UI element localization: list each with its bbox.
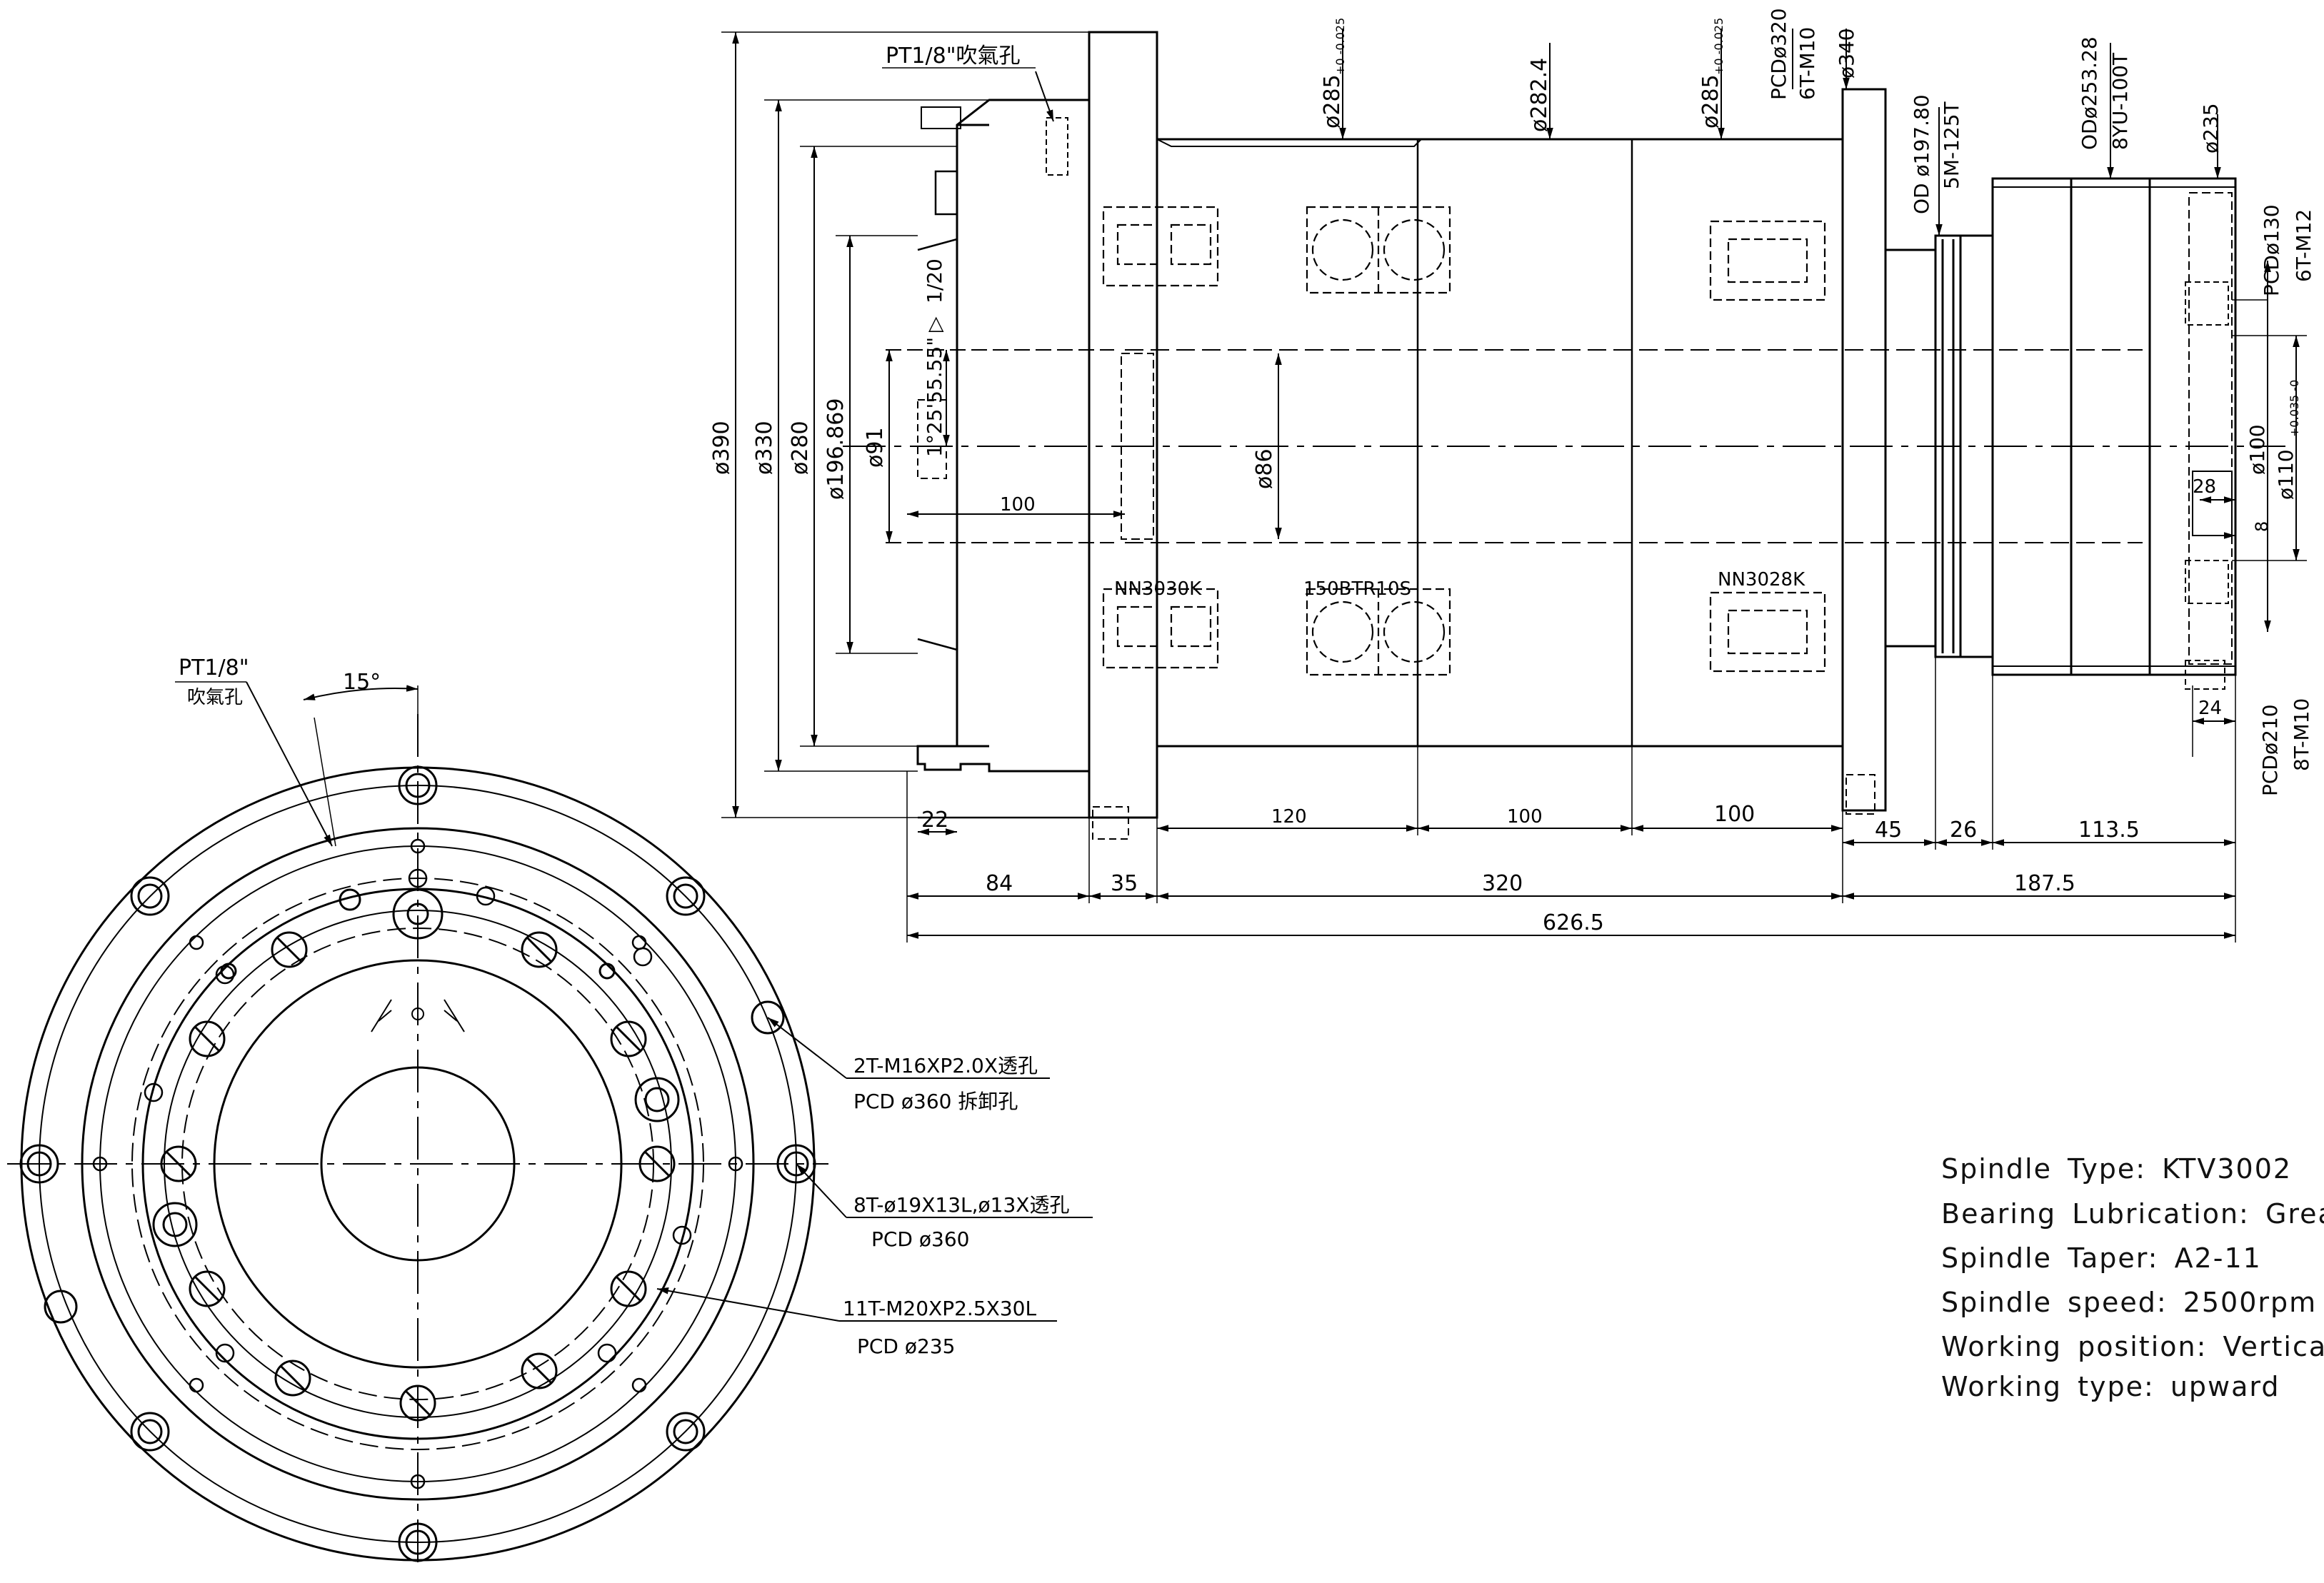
mid-small-holes xyxy=(92,838,743,1489)
dim-top-d285-rear: ø285 xyxy=(1698,74,1723,129)
dim-len-113: 113.5 xyxy=(2078,818,2140,843)
callout-m16: 2T-M16XP2.0X透孔 xyxy=(853,1054,1038,1077)
dim-d280: ø280 xyxy=(788,421,813,475)
dim-top-od197: OD ø197.80 xyxy=(1910,94,1933,214)
bearing-mid-top xyxy=(1306,206,1451,294)
dim-len-45: 45 xyxy=(1875,818,1902,843)
front-label-pt-sub: 吹氣孔 xyxy=(187,687,243,708)
spec-position: Working position: Vertical xyxy=(1941,1331,2324,1362)
dim-top-d282: ø282.4 xyxy=(1527,58,1552,132)
dim-len-35: 35 xyxy=(1111,871,1138,896)
dim-top-d235: ø235 xyxy=(2199,103,2223,154)
dim-len-120: 120 xyxy=(1271,806,1307,828)
label-bearing-front: NN3030K xyxy=(1114,578,1202,600)
dim-top-pcd320: PCDø320 xyxy=(1767,8,1790,100)
dim-d91: ø91 xyxy=(863,427,888,468)
bearing-front-bottom xyxy=(1102,588,1219,669)
housing-flange xyxy=(1088,31,1158,819)
dim-len-100-b: 100 xyxy=(1714,802,1755,827)
dim-taper-angle: 1°25'55.55" xyxy=(923,337,946,457)
dim-taper-ratio: 1/20 xyxy=(923,258,946,303)
spec-speed: Spindle speed: 2500rpm xyxy=(1941,1287,2318,1318)
dim-len-320: 320 xyxy=(1482,871,1523,896)
dim-right-d110-tol: +0.035 -0 xyxy=(2288,380,2301,437)
dim-right-d100: ø100 xyxy=(2245,424,2269,475)
dim-right-6t-m12: 6T-M12 xyxy=(2292,209,2315,282)
label-bearing-mid: 150BTR10S xyxy=(1303,578,1411,600)
taper-triangle-icon: ▷ xyxy=(923,316,946,332)
dim-len-100-inner: 100 xyxy=(1000,494,1036,516)
dim-right-pcd130: PCDø130 xyxy=(2260,204,2283,296)
bearing-rear-top xyxy=(1709,220,1826,301)
dim-d390: ø390 xyxy=(709,421,734,475)
dim-top-8yu: 8YU-100T xyxy=(2108,52,2132,150)
dim-len-84: 84 xyxy=(986,871,1013,896)
callout-19-pcd: PCD ø360 xyxy=(871,1227,969,1251)
dim-right-28: 28 xyxy=(2193,476,2216,498)
dim-len-22: 22 xyxy=(921,808,948,833)
callout-m20-pcd: PCD ø235 xyxy=(857,1335,955,1358)
outer-bolt-holes xyxy=(19,765,816,1562)
spec-working-type: Working type: upward xyxy=(1941,1371,2280,1402)
dim-d196: ø196.869 xyxy=(823,398,848,500)
callout-19: 8T-ø19X13L,ø13X透孔 xyxy=(853,1193,1069,1217)
dim-right-pcd210: PCDø210 xyxy=(2258,704,2282,796)
housing-body xyxy=(1156,138,1844,748)
spindle-side-view: PT1/8"吹氣孔 NN3030K 150BTR10S NN3028K ø390… xyxy=(709,8,2315,943)
spindle-front-view: PT1/8" 吹氣孔 15° 2T-M16XP2.0X透孔 PCD ø360 拆… xyxy=(7,655,1093,1571)
large-pulley xyxy=(1991,177,2237,676)
dim-top-5m: 5M-125T xyxy=(1940,101,1963,189)
dim-len-626: 626.5 xyxy=(1543,910,1604,935)
spec-type: Spindle Type: KTV3002 xyxy=(1941,1153,2293,1185)
dim-top-d340: ø340 xyxy=(1835,28,1858,79)
rear-flange xyxy=(1841,88,1887,812)
dim-right-8: 8 xyxy=(2252,521,2272,532)
dimension-lines xyxy=(721,29,2307,943)
dim-top-6t-m10: 6T-M10 xyxy=(1795,27,1819,100)
front-label-pt: PT1/8" xyxy=(179,655,249,680)
front-leaders xyxy=(175,681,1093,1322)
bearing-rear-bottom xyxy=(1709,591,1826,673)
spec-lubrication: Bearing Lubrication: Grease xyxy=(1941,1198,2324,1230)
dim-top-d285-front: ø285 xyxy=(1320,74,1345,129)
dim-len-187: 187.5 xyxy=(2014,871,2075,896)
front-angle: 15° xyxy=(343,670,381,695)
dim-right-8t-m10: 8T-M10 xyxy=(2290,698,2313,771)
callout-m20: 11T-M20XP2.5X30L xyxy=(843,1297,1036,1320)
dim-d86: ø86 xyxy=(1252,448,1277,489)
spec-taper: Spindle Taper: A2-11 xyxy=(1941,1242,2262,1274)
dim-top-d285-rear-tol: +0 -0.025 xyxy=(1712,18,1726,75)
dim-top-od253: ODø253.28 xyxy=(2078,36,2101,150)
dim-len-26: 26 xyxy=(1950,818,1977,843)
dim-d330: ø330 xyxy=(752,421,777,475)
bearing-front-top xyxy=(1102,206,1219,287)
callout-m16-pcd: PCD ø360 拆卸孔 xyxy=(853,1090,1018,1113)
dim-len-100-a: 100 xyxy=(1507,806,1543,828)
m20-holes xyxy=(152,888,680,1422)
dim-right-d110: ø110 xyxy=(2274,449,2298,500)
dim-top-d285-front-tol: +0 -0.025 xyxy=(1333,18,1347,75)
label-blow-hole-top: PT1/8"吹氣孔 xyxy=(886,44,1021,69)
bearing-mid-bottom xyxy=(1306,588,1451,676)
label-bearing-rear: NN3028K xyxy=(1718,569,1805,591)
dim-right-24: 24 xyxy=(2198,698,2222,719)
nose-flange xyxy=(916,99,1091,773)
